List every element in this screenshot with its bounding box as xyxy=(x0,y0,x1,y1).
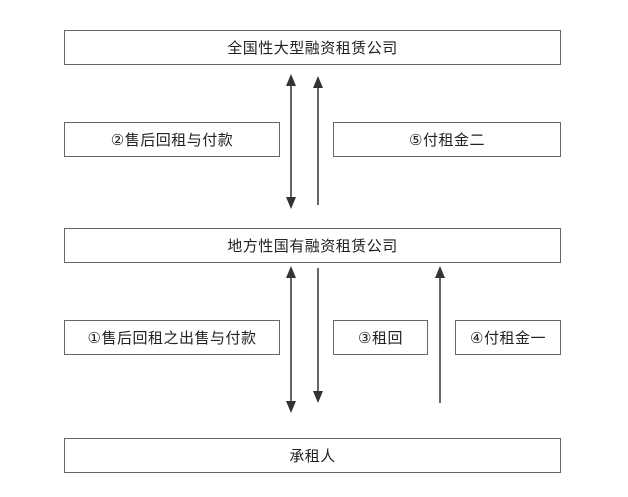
flow-label-sale-leaseback-payment: ②售后回租与付款 xyxy=(64,122,280,157)
flow-label-rent-payment-two-text: ⑤付租金二 xyxy=(409,131,485,149)
flow-label-rent-payment-two: ⑤付租金二 xyxy=(333,122,561,157)
up-arrow-lower xyxy=(435,266,445,403)
flow-label-sale-leaseback-payment-text: ②售后回租与付款 xyxy=(110,131,234,149)
entity-local-state-leasing-company-label: 地方性国有融资租赁公司 xyxy=(227,237,398,255)
flow-label-lease-back-text: ③租回 xyxy=(358,329,403,347)
up-arrow-upper xyxy=(313,76,323,205)
entity-national-leasing-company-label: 全国性大型融资租赁公司 xyxy=(227,39,398,57)
flow-label-rent-payment-one: ④付租金一 xyxy=(455,320,561,355)
double-arrow-upper xyxy=(286,74,296,209)
entity-local-state-leasing-company: 地方性国有融资租赁公司 xyxy=(64,228,561,263)
flow-label-sale-and-payment-text: ①售后回租之出售与付款 xyxy=(87,329,257,347)
flow-label-lease-back: ③租回 xyxy=(333,320,428,355)
entity-national-leasing-company: 全国性大型融资租赁公司 xyxy=(64,30,561,65)
down-arrow-lower xyxy=(313,268,323,403)
flow-label-sale-and-payment: ①售后回租之出售与付款 xyxy=(64,320,280,355)
flow-label-rent-payment-one-text: ④付租金一 xyxy=(470,329,546,347)
entity-lessee-label: 承租人 xyxy=(289,447,336,465)
entity-lessee: 承租人 xyxy=(64,438,561,473)
double-arrow-lower xyxy=(286,266,296,413)
